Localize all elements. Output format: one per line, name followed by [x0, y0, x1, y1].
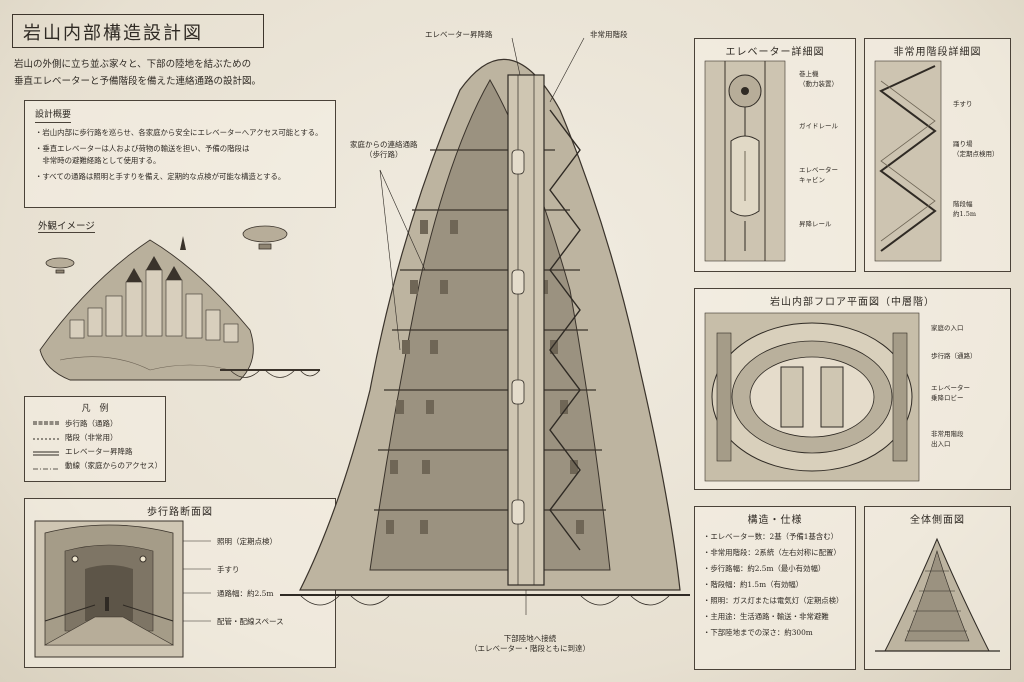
- stair-detail-label: 手すり: [953, 100, 973, 108]
- elevator-detail-label: ガイドレール: [799, 122, 838, 130]
- legend-item-label: 階段（非常用）: [65, 433, 118, 442]
- side-view-heading: 全体側面図: [910, 515, 965, 526]
- overview-list: ・岩山内部に歩行路を巡らせ、各家庭から安全にエレベーターへアクセス可能とする。 …: [35, 127, 323, 187]
- elevator-shaft-label: エレベーター昇降路: [425, 30, 493, 39]
- bottom-label: 下部陸地へ接続 （エレベーター・階段ともに到達）: [470, 634, 590, 653]
- walkway-leader-lines: [183, 540, 211, 622]
- walkway-illustration: [34, 520, 184, 658]
- spec-panel: 構造・仕様 ・エレベーター数：2基（予備1基含む） ・非常用階段：2系統（左右対…: [694, 506, 856, 670]
- spec-list: ・エレベーター数：2基（予備1基含む） ・非常用階段：2系統（左右対称に配置） …: [703, 531, 843, 643]
- stair-detail-illustration: [874, 60, 942, 262]
- legend-heading: 凡 例: [81, 404, 109, 414]
- walkway-panel: 歩行路断面図 照明（定期点検） 手すり 通路幅：約2.5m 配管・配線スペース: [24, 498, 336, 668]
- path-label: 家庭からの連絡通路 （歩行路）: [350, 140, 418, 159]
- spec-item: ・非常用階段：2系統（左右対称に配置）: [703, 548, 841, 557]
- elevator-detail-label: 昇降レール: [799, 220, 832, 228]
- elevator-detail-heading: エレベーター詳細図: [725, 47, 825, 58]
- airship-icon: [45, 225, 288, 274]
- elevator-detail-panel: エレベーター詳細図 巻上機 （動力装置） ガイドレール エレベーター キャビン …: [694, 38, 856, 272]
- overview-heading: 設計概要: [35, 107, 72, 123]
- floor-plan-label: 非常用階段 出入口: [931, 430, 964, 448]
- elevator-detail-label: エレベーター キャビン: [799, 166, 838, 184]
- legend-item-label: 歩行路（通路）: [65, 419, 118, 428]
- stairs-label: 非常用階段: [590, 30, 628, 39]
- page-title: 岩山内部構造設計図: [12, 14, 264, 48]
- spec-item: ・階段幅：約1.5m（有効幅）: [703, 580, 804, 589]
- floor-plan-label: エレベーター 乗降ロビー: [931, 384, 970, 402]
- walkway-label: 配管・配線スペース: [217, 617, 284, 626]
- floor-plan-illustration: [704, 312, 920, 482]
- legend-item-label: エレベーター昇降路: [65, 447, 133, 456]
- stair-detail-heading: 非常用階段詳細図: [893, 47, 982, 58]
- floor-plan-label: 家庭の入口: [931, 324, 964, 332]
- main-cross-section: [280, 37, 690, 615]
- spec-heading: 構造・仕様: [747, 515, 803, 526]
- overview-item: ・垂直エレベーターは人および荷物の輸送を担い、予備の階段は 非常時の避難経路とし…: [35, 144, 250, 165]
- floor-plan-label: 歩行路（通路）: [931, 352, 977, 360]
- floor-plan-panel: 岩山内部フロア平面図（中層階） 家庭の入口 歩行路（通路） エレベーター 乗降ロ…: [694, 288, 1011, 490]
- stair-detail-label: 階段幅 約1.5m: [953, 200, 977, 218]
- elevator-detail-label: 巻上機 （動力装置）: [799, 70, 838, 88]
- overview-item: ・岩山内部に歩行路を巡らせ、各家庭から安全にエレベーターへアクセス可能とする。: [35, 128, 323, 137]
- spec-item: ・エレベーター数：2基（予備1基含む）: [703, 532, 839, 541]
- legend-item-label: 動線（家庭からのアクセス）: [65, 461, 163, 470]
- elevator-detail-illustration: [704, 60, 786, 262]
- intro-text: 岩山の外側に立ち並ぶ家々と、下部の陸地を結ぶための 垂直エレベーターと予備階段を…: [14, 59, 262, 87]
- legend-panel: 凡 例 歩行路（通路） 階段（非常用） エレベーター昇降路 動線（家庭からのアク…: [24, 396, 166, 482]
- overview-panel: 設計概要 ・岩山内部に歩行路を巡らせ、各家庭から安全にエレベーターへアクセス可能…: [24, 100, 336, 208]
- stair-detail-panel: 非常用階段詳細図 手すり 踊り場 （定期点検用） 階段幅 約1.5m: [864, 38, 1011, 272]
- side-view-illustration: [875, 537, 1000, 652]
- exterior-heading: 外観イメージ: [38, 218, 95, 233]
- stair-detail-label: 踊り場 （定期点検用）: [953, 140, 999, 158]
- spec-item: ・下部陸地までの深さ：約300m: [703, 628, 813, 637]
- spec-item: ・主用途：生活通路・輸送・非常避難: [703, 612, 829, 621]
- overview-item: ・すべての通路は照明と手すりを備え、定期的な点検が可能な構造とする。: [35, 172, 286, 181]
- spec-item: ・照明：ガス灯または電気灯（定期点検）: [703, 596, 844, 605]
- side-view-panel: 全体側面図: [864, 506, 1011, 670]
- exterior-illustration: [39, 225, 321, 381]
- walkway-label: 照明（定期点検）: [217, 537, 277, 546]
- spec-item: ・歩行路幅：約2.5m（最小有効幅）: [703, 564, 826, 573]
- floor-plan-heading: 岩山内部フロア平面図（中層階）: [770, 297, 935, 308]
- legend-symbols: [33, 421, 59, 470]
- walkway-heading: 歩行路断面図: [147, 507, 213, 518]
- walkway-label: 通路幅：約2.5m: [217, 589, 274, 598]
- walkway-label: 手すり: [217, 565, 240, 574]
